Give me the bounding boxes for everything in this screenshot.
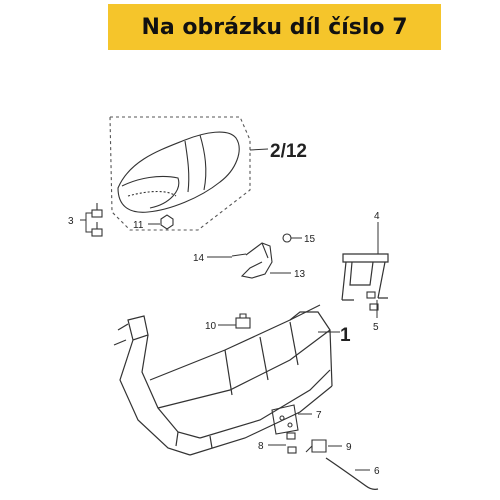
title-banner: Na obrázku díl číslo 7 bbox=[108, 4, 441, 50]
banner-title: Na obrázku díl číslo 7 bbox=[141, 14, 408, 40]
cable-part-6[interactable] bbox=[325, 457, 379, 491]
callout-5: 5 bbox=[373, 322, 379, 333]
clip-part-10[interactable] bbox=[235, 313, 251, 329]
callout-9: 9 bbox=[346, 442, 352, 453]
bracket-part-13[interactable] bbox=[240, 242, 273, 279]
callout-3: 3 bbox=[68, 216, 74, 227]
plate-part-7[interactable] bbox=[271, 404, 299, 435]
callout-8: 8 bbox=[258, 441, 264, 452]
seat-part[interactable] bbox=[109, 116, 251, 231]
callout-line-2-12 bbox=[249, 148, 269, 151]
bolts-part-5[interactable] bbox=[366, 291, 379, 311]
nut-part-11[interactable] bbox=[160, 214, 174, 230]
callout-2-12: 2/12 bbox=[270, 141, 307, 162]
nut-part-15[interactable] bbox=[282, 233, 292, 243]
callout-15: 15 bbox=[304, 234, 316, 245]
clip-part-9[interactable] bbox=[305, 439, 327, 453]
callout-1: 1 bbox=[340, 325, 351, 346]
callout-7: 7 bbox=[316, 410, 322, 421]
callout-11: 11 bbox=[133, 220, 144, 231]
callout-4: 4 bbox=[374, 211, 380, 222]
bolt-part-14[interactable] bbox=[231, 253, 247, 257]
callout-14: 14 bbox=[193, 253, 205, 264]
bolts-part-3[interactable] bbox=[91, 203, 103, 237]
callout-6: 6 bbox=[374, 466, 380, 477]
callout-13: 13 bbox=[294, 269, 306, 280]
callout-10: 10 bbox=[205, 321, 217, 332]
rear-carrier-part-4[interactable] bbox=[341, 253, 389, 301]
main-frame-part-1[interactable] bbox=[113, 304, 333, 456]
callout-line-3 bbox=[80, 212, 92, 233]
bolts-part-8[interactable] bbox=[286, 432, 297, 454]
